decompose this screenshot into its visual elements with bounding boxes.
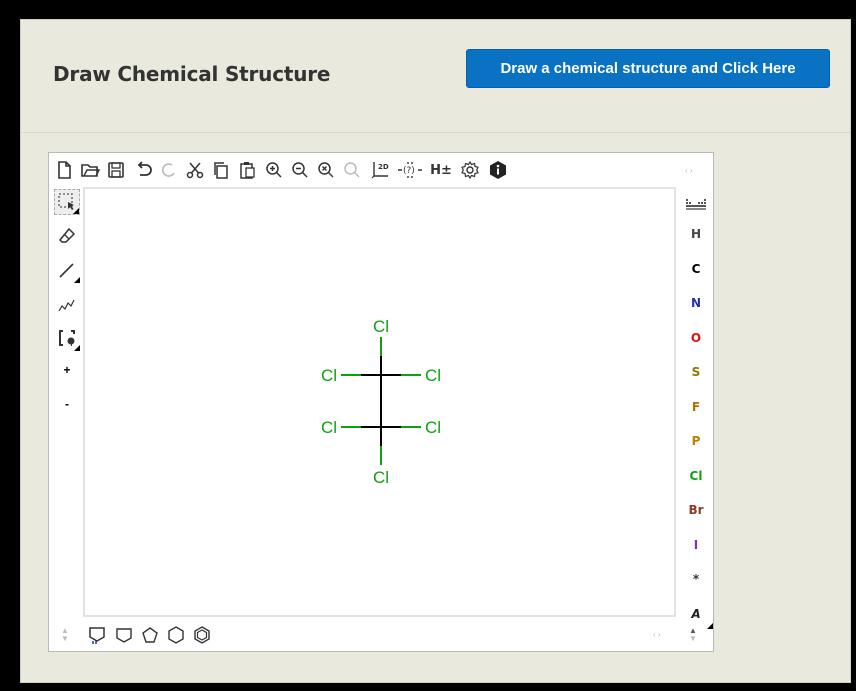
atom-button-cl[interactable]: Cl — [689, 468, 703, 483]
top-toolbar: 2D (?) H± ‹ › — [49, 153, 713, 187]
info-icon[interactable] — [487, 159, 509, 181]
zoom-in-icon[interactable] — [263, 159, 285, 181]
atom-button-n[interactable]: N — [690, 296, 702, 310]
open-icon[interactable] — [79, 159, 101, 181]
molecule-bonds — [341, 337, 421, 465]
atom-button-c[interactable]: C — [691, 261, 701, 276]
atom-button-p[interactable]: P — [691, 434, 701, 448]
layout-2d-label: 2D — [378, 163, 389, 171]
periodic-table-icon[interactable] — [677, 189, 715, 219]
undo-icon[interactable] — [133, 159, 155, 181]
settings-icon[interactable] — [459, 159, 481, 181]
new-icon[interactable] — [53, 159, 75, 181]
atom-button-br[interactable]: Br — [688, 503, 704, 517]
atom-button-a[interactable]: A — [677, 599, 715, 629]
atom-button-s[interactable]: S — [691, 365, 701, 379]
atom-button-h[interactable]: H — [690, 227, 702, 241]
structure-panel: Draw Chemical Structure Draw a chemical … — [20, 19, 851, 683]
paste-icon[interactable] — [236, 159, 258, 181]
atom-button-f[interactable]: F — [691, 399, 701, 414]
cyclopentane-icon[interactable] — [138, 623, 162, 647]
page-title: Draw Chemical Structure — [53, 62, 331, 86]
cyclohexane-icon[interactable] — [112, 623, 136, 647]
select-icon[interactable] — [54, 189, 80, 215]
atom-cl-lower-right[interactable]: Cl — [425, 418, 441, 437]
bottom-toolbar: ▲▼ ‹ › ▲▼ — [49, 617, 713, 653]
cut-icon[interactable] — [184, 159, 206, 181]
atom-cl-bottom[interactable]: Cl — [373, 468, 389, 487]
check-icon[interactable]: (?) — [397, 159, 423, 181]
check-label: (?) — [403, 166, 415, 176]
save-icon[interactable] — [105, 159, 127, 181]
clear-icon[interactable] — [315, 159, 337, 181]
redo-icon[interactable] — [157, 159, 179, 181]
bond-icon[interactable] — [54, 257, 80, 283]
atom-cl-upper-right[interactable]: Cl — [425, 366, 441, 385]
explicit-hydrogens-icon[interactable]: H± — [430, 162, 452, 178]
atom-cl-top[interactable]: Cl — [373, 317, 389, 336]
atom-cl-lower-left[interactable]: Cl — [321, 418, 337, 437]
molecule-drawing: Cl Cl Cl Cl Cl Cl — [321, 317, 441, 487]
charge-plus-icon[interactable]: + — [63, 363, 71, 377]
atom-button-i[interactable]: I — [693, 537, 699, 552]
bottom-right-scroll[interactable]: ▲▼ — [689, 626, 697, 643]
drawing-canvas[interactable]: Cl Cl Cl Cl Cl Cl — [83, 187, 676, 617]
bracket-icon[interactable] — [54, 325, 80, 351]
aromatic-ring-icon[interactable] — [190, 623, 214, 647]
left-toolbar: + - — [49, 187, 83, 617]
erase-icon[interactable] — [54, 223, 80, 249]
panel-header: Draw Chemical Structure Draw a chemical … — [21, 20, 850, 133]
copy-icon[interactable] — [210, 159, 232, 181]
charge-minus-icon[interactable]: - — [65, 397, 69, 411]
layout-2d-icon[interactable]: 2D — [369, 159, 391, 181]
top-toolbar-scroll[interactable]: ‹ › — [685, 166, 693, 175]
submit-structure-button[interactable]: Draw a chemical structure and Click Here — [466, 49, 830, 88]
benzene-template-icon[interactable] — [85, 623, 109, 647]
bottom-toolbar-scroll[interactable]: ‹ › — [653, 630, 661, 639]
structure-editor: 2D (?) H± ‹ › — [48, 152, 714, 652]
chain-icon[interactable] — [54, 291, 80, 317]
atom-button-o[interactable]: O — [690, 330, 702, 345]
cyclobutane-icon[interactable] — [164, 623, 188, 647]
atom-button-any[interactable]: * — [692, 572, 700, 586]
search-icon[interactable] — [341, 159, 363, 181]
atom-cl-upper-left[interactable]: Cl — [321, 366, 337, 385]
zoom-out-icon[interactable] — [289, 159, 311, 181]
bottom-left-scroll[interactable]: ▲▼ — [61, 626, 69, 643]
